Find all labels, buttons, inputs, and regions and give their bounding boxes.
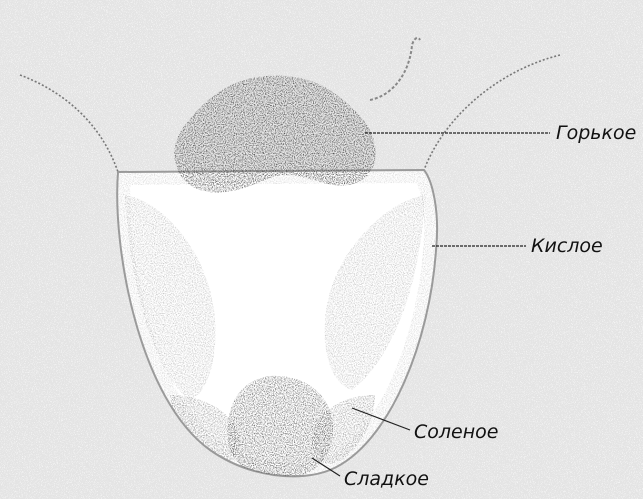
sour-label: Кислое [531, 237, 603, 256]
salty-label: Соленое [414, 423, 498, 442]
sweet-label: Сладкое [344, 470, 429, 489]
bitter-label: Горькое [556, 124, 636, 143]
